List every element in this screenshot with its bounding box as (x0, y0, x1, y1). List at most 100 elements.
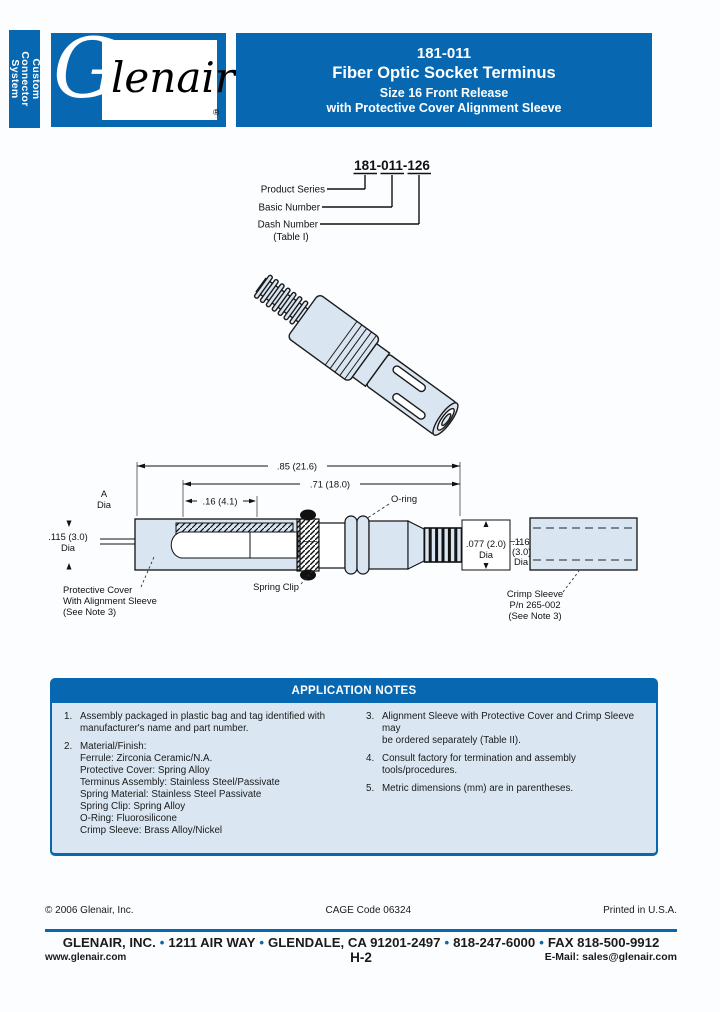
footer-divider (45, 929, 677, 932)
notes-left-column: 1. Assembly packaged in plastic bag and … (64, 711, 366, 843)
spring-clip-leader (300, 568, 315, 585)
crimp-sleeve-leader (562, 570, 580, 593)
retainer-shape (318, 522, 346, 569)
fiber-dim-arrow-down (66, 563, 72, 570)
terminus-isometric-drawing (253, 274, 459, 436)
oring-shape (344, 515, 358, 575)
note-text: Assembly packaged in plastic bag and tag… (80, 711, 326, 722)
thread-ribs-shape (253, 274, 309, 325)
note-text: Crimp Sleeve: Brass Alloy/Nickel (80, 825, 223, 836)
fiber-dia-dim-1: .115 (3.0) (48, 531, 87, 542)
crimp-dim-arrow-up (483, 521, 489, 527)
page-subtitle-1: Size 16 Front Release (379, 86, 509, 100)
oring-shape (356, 515, 370, 575)
city-address: GLENDALE, CA 91201-2497 (267, 935, 441, 950)
ring-grooves-shape (325, 321, 377, 380)
example-part-number: 181-011-126 (354, 158, 430, 173)
notes-right-column: 3. Alignment Sleeve with Protective Cove… (366, 711, 648, 843)
crimp-dia-dim-2: Dia (479, 549, 494, 560)
footer-meta-row: © 2006 Glenair, Inc. CAGE Code 06324 Pri… (45, 905, 677, 916)
page-subtitle-2: with Protective Cover Alignment Sleeve (326, 101, 562, 115)
note-3: 3. Alignment Sleeve with Protective Cove… (366, 711, 648, 747)
note-text: Spring Clip: Spring Alloy (80, 801, 186, 812)
page-number: H-2 (350, 950, 372, 965)
spring-clip-wing-top (300, 509, 316, 521)
tube-dia-dim-3: Dia (514, 556, 529, 567)
taper-shape (407, 520, 425, 570)
fiber-dim-arrow-up (66, 520, 72, 527)
note-text: Material/Finish: (80, 741, 147, 752)
note-text: be ordered separately (Table II). (382, 735, 521, 746)
glenair-logo: G lenair ® (51, 24, 235, 127)
website-text: www.glenair.com (45, 952, 127, 963)
logo-wordmark: lenair (111, 53, 235, 102)
crimp-sleeve-label-2: P/n 265-002 (509, 599, 560, 610)
note-text: Protective Cover: Spring Alloy (80, 765, 210, 776)
note-text: Spring Material: Stainless Steel Passiva… (80, 789, 262, 800)
protective-cover-label-2: With Alignment Sleeve (63, 595, 157, 606)
rear-body-shape (368, 520, 409, 570)
logo-background (102, 40, 217, 120)
company-address-line: GLENAIR, INC.•1211 AIR WAY•GLENDALE, CA … (45, 935, 677, 950)
protective-cover-leader (140, 556, 155, 588)
logo-initial: G (53, 22, 119, 117)
dim-sleeve-lines (185, 498, 256, 504)
bullet-separator: • (259, 935, 264, 950)
crimp-ribs-shape (423, 527, 463, 563)
crimp-sleeve-label-1: Crimp Sleeve (507, 588, 563, 599)
part-number-breakdown: 181-011-126 Product Series Basic Number … (258, 158, 431, 243)
a-dia-label-1: A (101, 488, 108, 499)
basic-number-label: Basic Number (258, 203, 320, 214)
printed-text: Printed in U.S.A. (603, 905, 677, 916)
crimp-dia-dim-1: .077 (2.0) (466, 538, 506, 549)
side-tab-text: Custom Connector System (8, 51, 41, 106)
note-text: Alignment Sleeve with Protective Cover a… (382, 711, 635, 734)
sleeve-length-dim: .16 (4.1) (203, 496, 238, 507)
note-text: manufacturer's name and part number. (80, 723, 249, 734)
oring-label: O-ring (391, 493, 417, 504)
extension-lines (136, 462, 461, 517)
note-number: 3. (366, 711, 375, 722)
dash-number-label: Dash Number (258, 220, 319, 231)
email-text: E-Mail: sales@glenair.com (544, 951, 677, 963)
note-2: 2. Material/Finish: Ferrule: Zirconia Ce… (64, 741, 366, 837)
terminus-length-dim: .71 (18.0) (310, 479, 350, 490)
product-series-label: Product Series (261, 185, 325, 196)
table-ref-label: (Table I) (273, 232, 308, 243)
crimp-dim-arrow-down (483, 563, 489, 569)
oring-leader (365, 503, 390, 520)
ferrule-shape (170, 531, 299, 559)
note-1: 1. Assembly packaged in plastic bag and … (64, 711, 366, 735)
fiber-dia-dim-2: Dia (61, 542, 76, 553)
protective-cover-label-3: (See Note 3) (63, 606, 116, 617)
phone-number: 818-247-6000 (453, 935, 536, 950)
registered-mark: ® (213, 107, 220, 117)
crimp-sleeve-shape (529, 517, 638, 571)
bullet-separator: • (444, 935, 450, 950)
note-text: Ferrule: Zirconia Ceramic/N.A. (80, 753, 213, 764)
application-notes-header: APPLICATION NOTES (52, 680, 656, 703)
footer-bottom-row: www.glenair.com H-2 E-Mail: sales@glenai… (45, 949, 677, 965)
note-number: 5. (366, 783, 375, 794)
protective-cover-label-1: Protective Cover (63, 584, 132, 595)
note-number: 2. (64, 741, 73, 752)
cage-code-text: CAGE Code 06324 (325, 905, 412, 916)
note-text: Terminus Assembly: Stainless Steel/Passi… (80, 777, 280, 788)
a-dia-label-2: Dia (97, 499, 112, 510)
title-banner: 181-011 Fiber Optic Socket Terminus Size… (236, 33, 652, 127)
crimp-sleeve-label-3: (See Note 3) (508, 610, 561, 621)
company-name: GLENAIR, INC. (62, 935, 156, 950)
street-address: 1211 AIR WAY (168, 935, 256, 950)
breakdown-leader-lines (320, 172, 431, 225)
dim-terminus-lines (183, 481, 460, 487)
note-4: 4. Consult factory for termination and a… (366, 753, 648, 777)
tube-dia-dim-1: .116 (512, 536, 530, 547)
side-tab-line: System (8, 59, 21, 99)
bullet-separator: • (539, 935, 544, 950)
barrel-slot-shape (392, 392, 426, 420)
tube-dia-dim-2: (3.0) (512, 546, 531, 557)
application-notes-box: APPLICATION NOTES 1. Assembly packaged i… (50, 678, 658, 856)
bullet-separator: • (159, 935, 165, 950)
socket-hole-shape (441, 413, 452, 427)
